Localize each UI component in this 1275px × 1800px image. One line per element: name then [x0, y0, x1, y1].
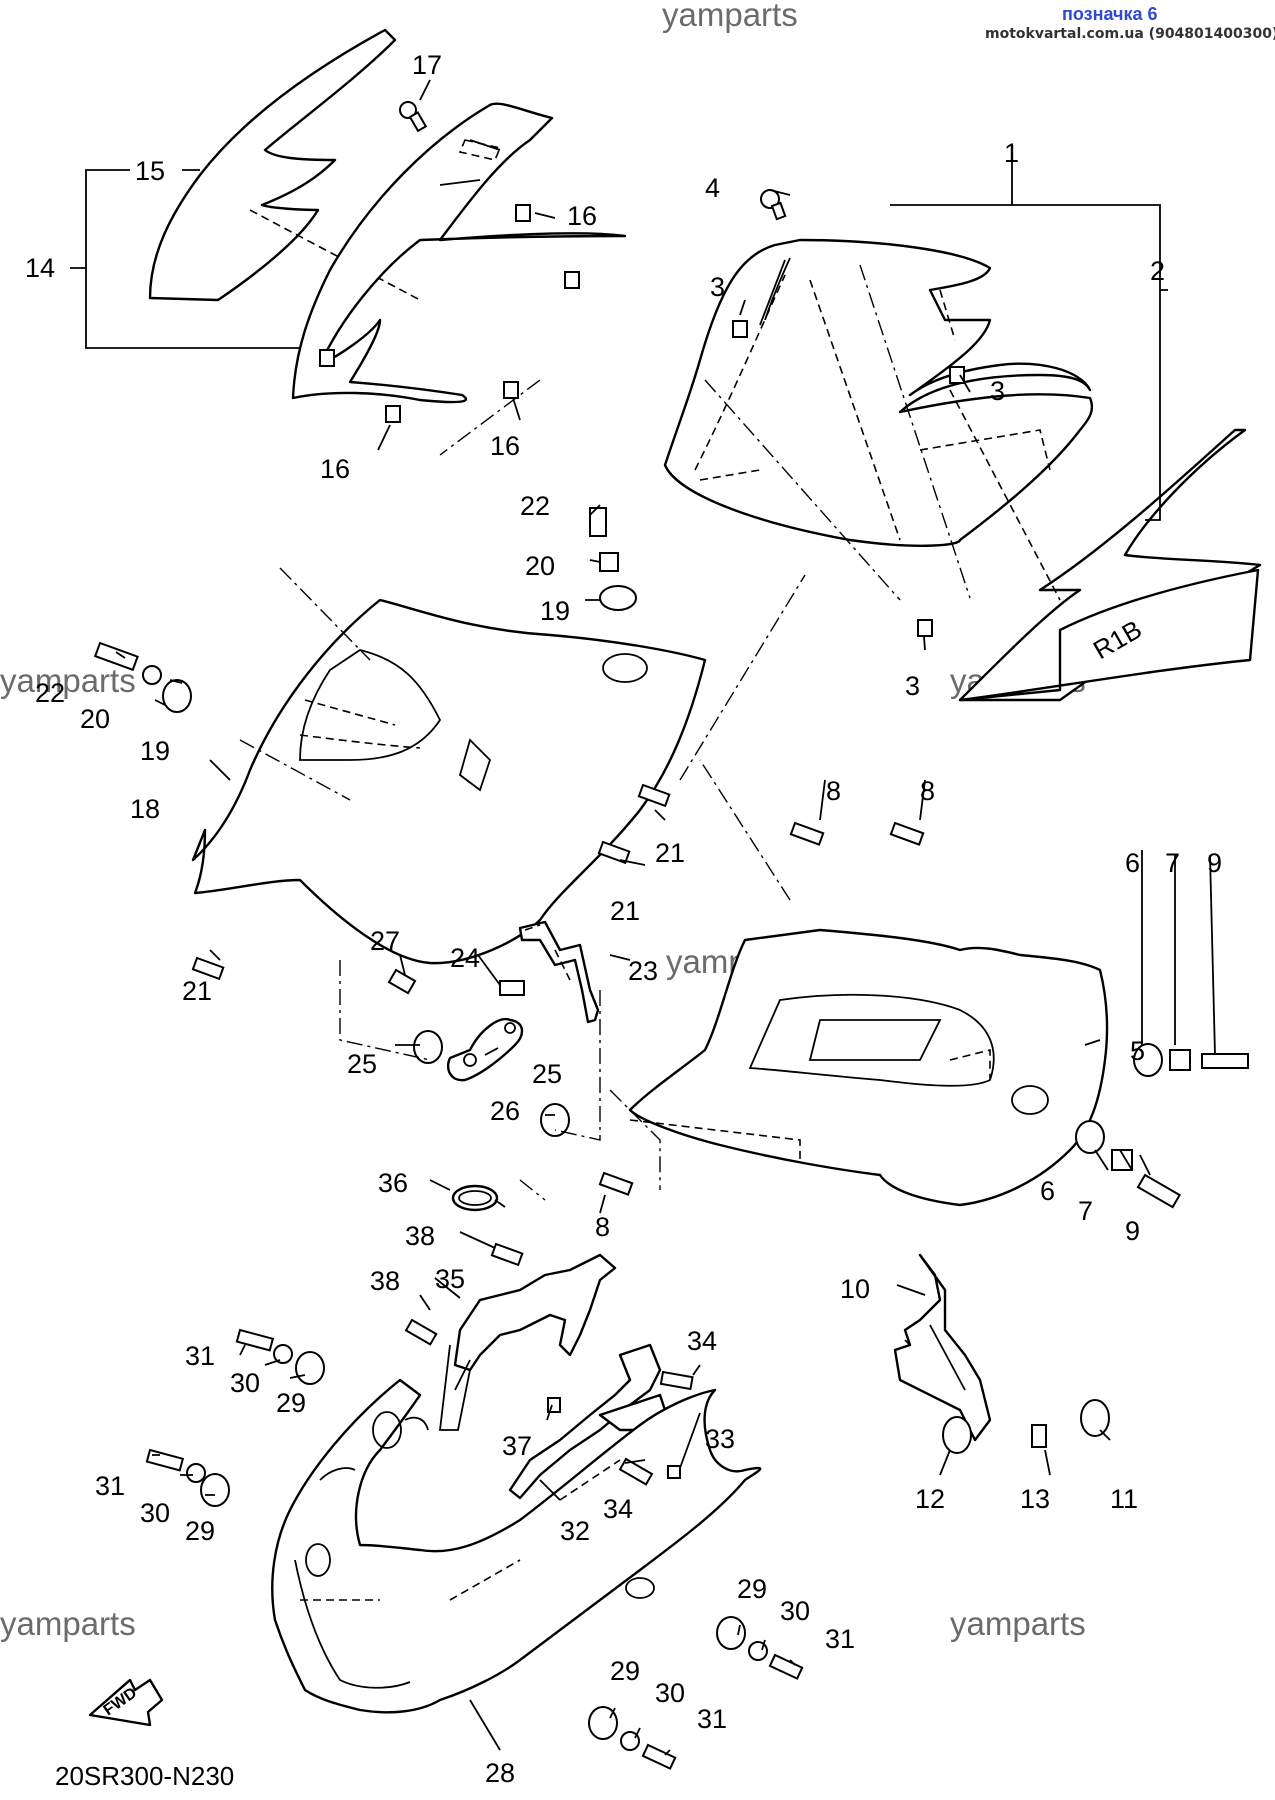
watermark-top: yamparts [662, 0, 798, 33]
callout: 36 [378, 1168, 408, 1198]
under-cowling-part [271, 1378, 762, 1714]
inner-panel-part [191, 598, 707, 965]
callout: 30 [140, 1498, 170, 1528]
callout: 25 [347, 1049, 377, 1079]
callout: 26 [490, 1096, 520, 1126]
callout: 31 [825, 1624, 855, 1654]
callout: 13 [1020, 1484, 1050, 1514]
header-site: motokvartal.com.ua (904801400300) [985, 26, 1275, 42]
watermark-bottom-left: yamparts [0, 1605, 136, 1642]
band-36-part [451, 1184, 506, 1212]
callout: 11 [1110, 1484, 1138, 1514]
callout: 8 [920, 776, 935, 806]
header-label: позначка 6 [1062, 4, 1158, 24]
callout: 21 [182, 976, 212, 1006]
callout: 22 [35, 678, 65, 708]
callout: 30 [230, 1368, 260, 1398]
side-panel-part [663, 238, 1094, 547]
decal-part: R1B [958, 428, 1262, 702]
callout: 29 [185, 1516, 215, 1546]
fasteners [93, 101, 1249, 1770]
callout: 33 [705, 1424, 735, 1454]
windscreen-part [148, 28, 421, 302]
callout: 21 [655, 838, 685, 868]
callout: 1 [1004, 138, 1019, 168]
callout: 18 [130, 794, 160, 824]
upper-cowling-part [291, 102, 627, 404]
callout: 25 [532, 1059, 562, 1089]
callout: 31 [185, 1341, 215, 1371]
callout: 31 [697, 1704, 727, 1734]
callout: 7 [1165, 848, 1180, 878]
callout: 3 [990, 376, 1005, 406]
callout: 8 [826, 776, 841, 806]
callout: 2 [1150, 256, 1165, 286]
stay-part [893, 1253, 992, 1442]
callout: 16 [490, 431, 520, 461]
bracket-35-part [438, 1253, 617, 1431]
callout: 20 [80, 704, 110, 734]
callout: 9 [1125, 1216, 1140, 1246]
callout: 19 [540, 596, 570, 626]
callout: 15 [135, 156, 165, 186]
callout: 34 [603, 1494, 633, 1524]
callout: 28 [485, 1758, 515, 1788]
callout: 16 [320, 454, 350, 484]
callout: 8 [595, 1212, 610, 1242]
callout: 34 [687, 1326, 717, 1356]
callout: 3 [710, 272, 725, 302]
callout: 4 [705, 173, 720, 203]
callout: 9 [1207, 848, 1222, 878]
callout: 35 [435, 1264, 465, 1294]
callout: 10 [840, 1274, 870, 1304]
callout: 20 [525, 551, 555, 581]
assembly-lines [239, 264, 1061, 1201]
fwd-arrow-icon: FWD [88, 1678, 164, 1727]
callout: 16 [567, 201, 597, 231]
callout: 14 [25, 253, 55, 283]
callout: 27 [370, 926, 400, 956]
callout: 6 [1125, 848, 1140, 878]
callout: 12 [915, 1484, 945, 1514]
callout: 3 [905, 671, 920, 701]
callout: 30 [655, 1678, 685, 1708]
callout: 38 [405, 1221, 435, 1251]
callout: 6 [1040, 1176, 1055, 1206]
callout: 5 [1130, 1036, 1145, 1066]
callout: 37 [502, 1431, 532, 1461]
callout: 17 [412, 50, 442, 80]
watermark-bottom-right: yamparts [950, 1605, 1086, 1642]
diagram-code: 20SR300-N230 [55, 1761, 234, 1791]
callouts: 1 2 3 3 3 4 5 6 6 7 7 8 8 8 9 9 10 11 12… [25, 50, 1222, 1788]
callout: 30 [780, 1596, 810, 1626]
callout: 7 [1078, 1196, 1093, 1226]
plate-26-part [446, 1017, 524, 1082]
leader-lines [115, 79, 1216, 1756]
bracket-23-part [518, 920, 600, 1024]
callout: 24 [450, 943, 480, 973]
callout: 21 [610, 896, 640, 926]
callout: 19 [140, 736, 170, 766]
callout: 31 [95, 1471, 125, 1501]
watermark-left: yamparts [0, 662, 136, 699]
lower-cowling-part [628, 928, 1109, 1207]
callout: 29 [610, 1656, 640, 1686]
callout: 22 [520, 491, 550, 521]
callout: 38 [370, 1266, 400, 1296]
callout: 29 [737, 1574, 767, 1604]
callout: 29 [276, 1388, 306, 1418]
callout: 32 [560, 1516, 590, 1546]
callout: 23 [628, 956, 658, 986]
